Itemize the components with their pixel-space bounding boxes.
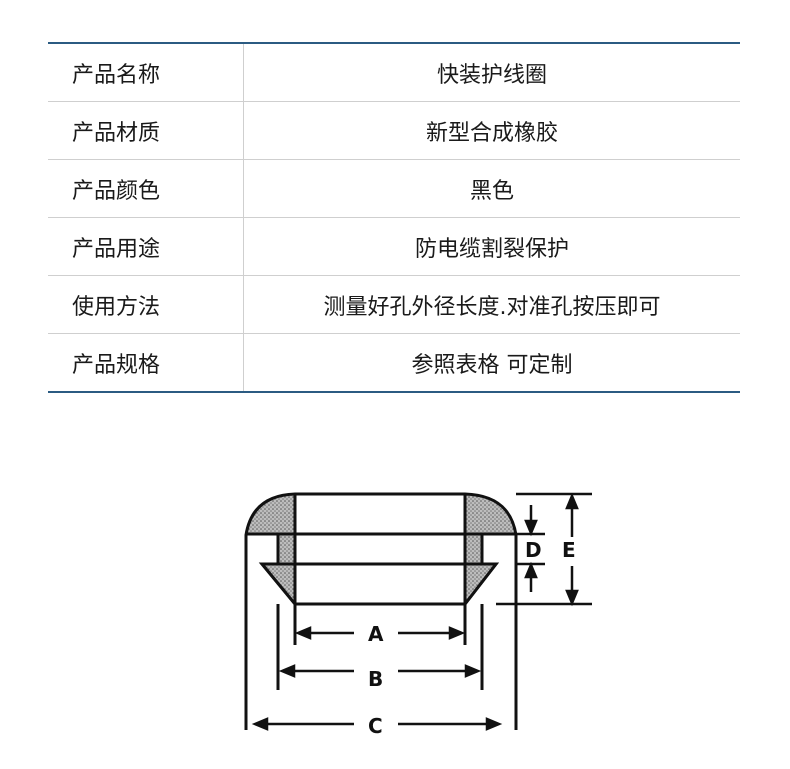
dimension-e bbox=[565, 492, 579, 607]
table-row: 产品规格 参照表格 可定制 bbox=[48, 333, 740, 392]
spec-label: 使用方法 bbox=[48, 275, 244, 334]
spec-value: 测量好孔外径长度.对准孔按压即可 bbox=[243, 275, 740, 334]
dimension-c bbox=[251, 717, 503, 731]
dimension-b bbox=[278, 664, 482, 678]
spec-label: 产品规格 bbox=[48, 333, 244, 392]
dimension-b-label: B bbox=[368, 667, 383, 691]
dimension-d bbox=[524, 505, 538, 592]
table-row: 产品用途 防电缆割裂保护 bbox=[48, 217, 740, 276]
table-row: 产品颜色 黑色 bbox=[48, 159, 740, 218]
table-row: 产品名称 快装护线圈 bbox=[48, 43, 740, 102]
spec-label: 产品名称 bbox=[48, 43, 244, 102]
grommet-cross-section bbox=[244, 492, 518, 730]
grommet-dimension-diagram: A B C D E bbox=[244, 492, 592, 738]
dimension-c-label: C bbox=[368, 714, 383, 738]
dimension-a-label: A bbox=[368, 622, 384, 646]
spec-value: 快装护线圈 bbox=[243, 43, 740, 102]
spec-label: 产品颜色 bbox=[48, 159, 244, 218]
table-row: 使用方法 测量好孔外径长度.对准孔按压即可 bbox=[48, 275, 740, 334]
spec-value: 新型合成橡胶 bbox=[243, 101, 740, 160]
spec-value: 黑色 bbox=[243, 159, 740, 218]
spec-value: 防电缆割裂保护 bbox=[243, 217, 740, 276]
spec-label: 产品用途 bbox=[48, 217, 244, 276]
spec-value: 参照表格 可定制 bbox=[411, 352, 573, 378]
dimension-extension-lines bbox=[496, 492, 592, 606]
spec-label: 产品材质 bbox=[48, 101, 244, 160]
table-row: 产品材质 新型合成橡胶 bbox=[48, 101, 740, 160]
dimension-e-label: E bbox=[562, 538, 576, 562]
dimension-a bbox=[294, 626, 466, 640]
dimension-d-label: D bbox=[525, 538, 542, 562]
spec-table: 产品名称 快装护线圈 产品材质 新型合成橡胶 产品颜色 黑色 产品用途 防电缆割… bbox=[48, 42, 740, 393]
